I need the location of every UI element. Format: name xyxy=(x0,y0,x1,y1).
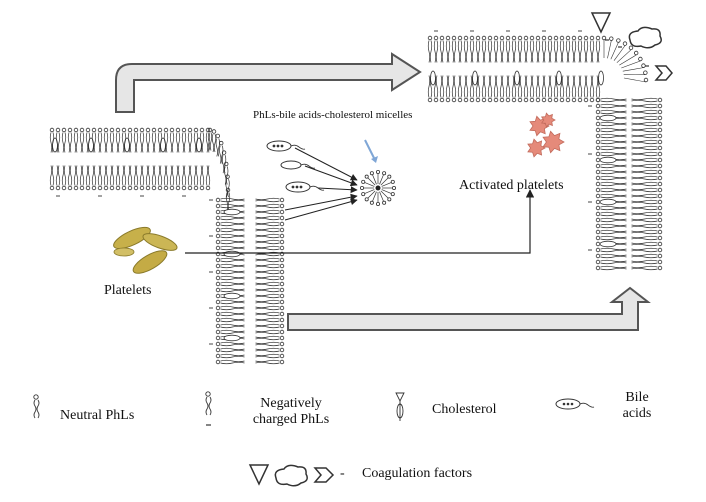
negative-phl-icon xyxy=(206,392,211,425)
membrane-right-vertical xyxy=(588,98,662,270)
flow-arrow-bottom xyxy=(288,288,648,330)
micelle xyxy=(360,170,395,205)
micelle-label: PhLs-bile acids-cholesterol micelles xyxy=(253,109,412,122)
bile-acid-icon xyxy=(556,399,594,409)
legend-cholesterol-label: Cholesterol xyxy=(432,402,497,418)
legend-chevron-icon xyxy=(315,468,333,482)
legend-cloud-icon xyxy=(275,465,307,485)
flow-arrow-top xyxy=(116,54,420,112)
legend-triangle-icon xyxy=(250,465,268,484)
activated-platelets-label: Activated platelets xyxy=(459,178,564,194)
micelle-pointer-arrow xyxy=(365,140,375,160)
membrane-top-right xyxy=(428,31,648,102)
legend-minus-sign: - xyxy=(340,466,345,482)
legend-bile-line2: acids xyxy=(612,406,662,422)
legend-bile-line1: Bile xyxy=(612,390,662,406)
membrane-upper-left xyxy=(50,128,230,210)
cholesterol-icon xyxy=(396,393,404,421)
activated-platelets-cluster xyxy=(528,113,564,157)
coagulation-legend-icons xyxy=(250,465,333,486)
cloud-factor-icon xyxy=(629,27,661,47)
legend-neutral-label: Neutral PhLs xyxy=(60,408,134,424)
legend-negative-line1: Negatively xyxy=(238,396,344,412)
neutral-phl-icon xyxy=(34,395,39,418)
chevron-factor-icon xyxy=(656,66,672,80)
legend-bile-label: Bile acids xyxy=(612,390,662,422)
platelets-cluster xyxy=(111,223,179,277)
legend-negative-line2: charged PhLs xyxy=(238,412,344,428)
platelets-label: Platelets xyxy=(104,283,151,299)
membrane-left-vertical xyxy=(209,198,284,364)
micelle-formation-arrows xyxy=(285,148,357,220)
triangle-factor-icon xyxy=(592,13,610,32)
legend-coagulation-label: Coagulation factors xyxy=(362,466,472,482)
legend-negative-label: Negatively charged PhLs xyxy=(238,396,344,428)
